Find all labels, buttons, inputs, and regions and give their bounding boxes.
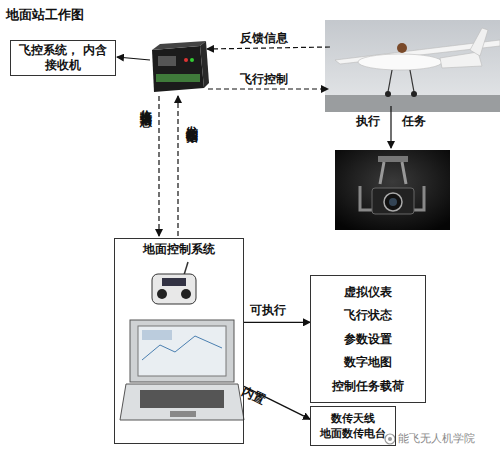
rc-transmitter-illustration: [184, 262, 188, 275]
ground-station-case-illustration: [120, 384, 244, 420]
rc-transmitter-illustration: [152, 274, 196, 304]
rc-transmitter-illustration: [181, 289, 191, 299]
watermark-icon: [388, 437, 392, 441]
group-heading: 地面控制系统: [140, 242, 218, 257]
uav-photo: [440, 52, 482, 68]
camera-gimbal-photo: [380, 162, 406, 184]
layout-arrows: [117, 57, 150, 60]
watermark-icon: [385, 434, 395, 444]
uav-photo: [411, 91, 417, 97]
uav-photo: [410, 70, 414, 92]
layout-arrows: [117, 47, 391, 236]
rc-transmitter-illustration: [162, 278, 186, 286]
ground-station-case-illustration: [142, 330, 172, 340]
ground-terminal-illustration: [152, 46, 204, 92]
camera-gimbal-photo: [384, 193, 402, 211]
group-box: 地面控制系统: [114, 238, 244, 444]
layout-arrows: [177, 96, 178, 236]
list-item: 参数设置: [341, 332, 395, 347]
system-box: 飞控系统， 内含接收机: [10, 40, 116, 76]
signal-label: 飞行控制: [240, 72, 288, 86]
uav-photo: [358, 54, 442, 70]
camera-gimbal-photo: [335, 150, 450, 230]
uav-photo: [325, 20, 500, 112]
ground-terminal-illustration: [152, 41, 206, 50]
ground-terminal-illustration: [200, 41, 209, 88]
ground-station-case-illustration: [138, 326, 226, 376]
camera-gimbal-photo: [372, 188, 414, 214]
ground-terminal-illustration: [152, 41, 209, 92]
ground-terminal-illustration: [158, 56, 176, 66]
rc-transmitter-illustration: [152, 262, 196, 304]
camera-gimbal-photo: [389, 198, 397, 206]
uav-photo: [388, 70, 392, 92]
signal-label: 发送控制指令: [185, 116, 199, 122]
ground-station-case-illustration: [130, 320, 234, 382]
watermark: 能飞无人机学院: [398, 432, 475, 446]
uav-photo: [325, 20, 500, 112]
action-label: 执行 任务: [356, 114, 426, 128]
ground-terminal-illustration: [156, 74, 200, 82]
watermark-icon: [385, 434, 395, 444]
uav-photo: [397, 43, 407, 53]
layout-arrows: [208, 88, 328, 89]
uav-photo: [325, 95, 500, 112]
function-list-box: 虚拟仪表飞行状态参数设置数字地图控制任务载荷: [310, 275, 426, 403]
layout-arrows: [207, 47, 330, 49]
camera-gimbal-photo: [378, 156, 408, 162]
list-item: 虚拟仪表: [341, 285, 395, 300]
connector-arrow: [244, 322, 310, 323]
signal-label: 接收火场信息: [139, 100, 153, 106]
camera-gimbal-photo: [335, 150, 450, 230]
uav-photo: [470, 28, 488, 56]
ground-terminal-illustration: [190, 58, 194, 62]
box-label: 飞控系统， 内含接收机: [11, 43, 115, 73]
ground-station-case-illustration: [170, 411, 196, 417]
box-label: 数传天线: [328, 411, 378, 426]
list-item: 控制任务载荷: [329, 379, 407, 394]
list-item: 飞行状态: [341, 308, 395, 323]
edge-label: 内置: [240, 384, 268, 407]
diagram-title: 地面站工作图: [6, 8, 84, 22]
uav-photo: [385, 91, 391, 97]
module-box: 数传天线地面数传电台: [310, 406, 396, 446]
signal-label: 反馈信息: [240, 31, 288, 45]
ground-station-case-illustration: [140, 390, 224, 408]
edge-label: 可执行: [250, 303, 286, 317]
list-item: 数字地图: [341, 355, 395, 370]
box-label: 地面数传电台: [317, 426, 389, 441]
rc-transmitter-illustration: [157, 289, 167, 299]
ground-terminal-illustration: [184, 58, 188, 62]
ground-station-case-illustration: [120, 320, 244, 420]
layout-arrows: [158, 96, 159, 236]
